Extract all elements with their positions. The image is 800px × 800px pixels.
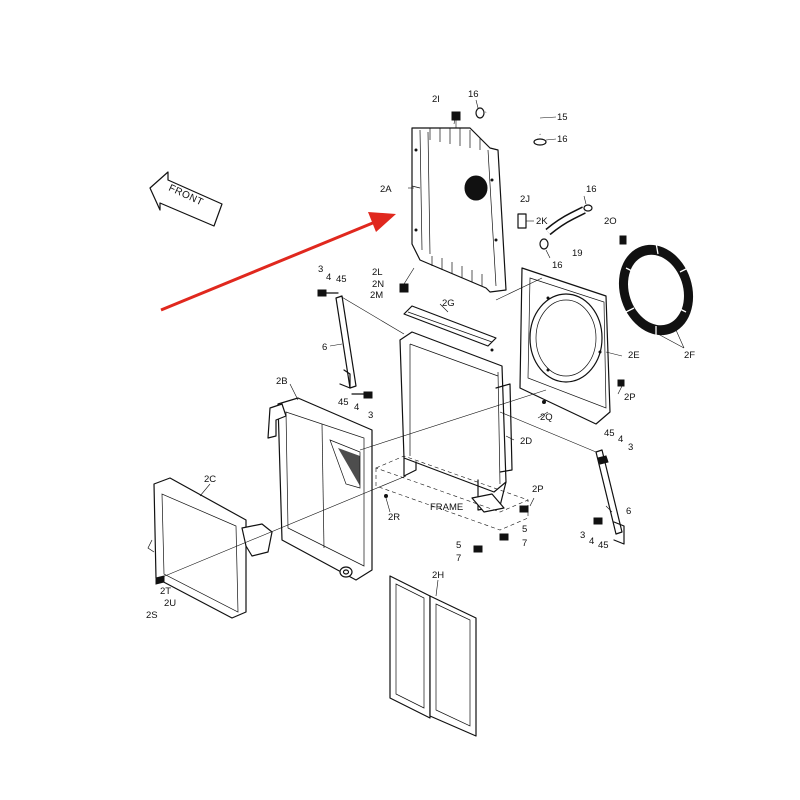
label-2j: 2J: [520, 194, 530, 205]
label-2p-shroud: 2P: [624, 392, 636, 403]
fan-shroud-2e: [519, 267, 611, 425]
label-7-left: 7: [456, 553, 461, 564]
label-2k: 2K: [536, 216, 548, 227]
label-2b: 2B: [276, 376, 288, 387]
label-16-lower-hose: 16: [586, 184, 597, 195]
label-4-bottom: 4: [589, 536, 594, 547]
intercooler-2b: [267, 397, 373, 581]
label-2d: 2D: [520, 436, 532, 447]
label-2u: 2U: [164, 598, 176, 609]
label-45-mid: 45: [338, 397, 349, 408]
label-5-right: 5: [522, 524, 527, 535]
upper-hose-assembly: [451, 99, 557, 146]
label-2e: 2E: [628, 350, 640, 361]
label-2m: 2M: [370, 290, 383, 301]
label-2c: 2C: [204, 474, 216, 485]
stay-rod-right-6: [595, 449, 625, 545]
label-5-left: 5: [456, 540, 461, 551]
red-pointer-arrow: [160, 212, 396, 312]
filter-panels-2h: [389, 575, 477, 737]
part-labels: 2I 16 15 16 2A 16 2J 2K 2O 19 16 3 4 45 …: [146, 89, 695, 621]
label-2n: 2N: [372, 279, 384, 290]
label-2p-frame: 2P: [532, 484, 544, 495]
label-16-hose-clamp: 16: [557, 134, 568, 145]
label-4-mid: 4: [354, 402, 359, 413]
label-15: 15: [557, 112, 568, 123]
label-6-right: 6: [626, 506, 631, 517]
seal-strip-2g: [403, 305, 497, 347]
front-direction-arrow: FRONT: [149, 171, 223, 227]
frame-base-dashed: [375, 455, 529, 531]
label-2q: 2Q: [540, 412, 553, 423]
label-45-top: 45: [336, 274, 347, 285]
label-2g: 2G: [442, 298, 455, 309]
label-45-bottom: 45: [598, 540, 609, 551]
label-4-top: 4: [326, 272, 331, 283]
label-2f: 2F: [684, 350, 695, 361]
label-2r: 2R: [388, 512, 400, 523]
label-16-lower-clamp: 16: [552, 260, 563, 271]
label-4-right: 4: [618, 434, 623, 445]
lower-hose-assembly: [517, 195, 593, 259]
label-6-left: 6: [322, 342, 327, 353]
label-16-hose-top: 16: [468, 89, 479, 100]
label-2t: 2T: [160, 586, 171, 597]
label-19: 19: [572, 248, 583, 259]
label-2h: 2H: [432, 570, 444, 581]
stay-rod-left-6: [335, 295, 357, 389]
label-3-bottom: 3: [580, 530, 585, 541]
label-2l: 2L: [372, 267, 383, 278]
label-frame: FRAME: [430, 502, 463, 513]
label-45-right: 45: [604, 428, 615, 439]
label-3-top: 3: [318, 264, 323, 275]
label-3-mid: 3: [368, 410, 373, 421]
label-3-right: 3: [628, 442, 633, 453]
condenser-2c: [147, 477, 273, 619]
bolts: [155, 283, 625, 585]
label-2i: 2I: [432, 94, 440, 105]
leader-lines: [199, 187, 685, 597]
label-2s: 2S: [146, 610, 158, 621]
guide-lines: [159, 111, 597, 579]
radiator-core-2a: [411, 127, 507, 293]
fan-ring-2f: [618, 235, 694, 337]
label-2o: 2O: [604, 216, 617, 227]
label-2a: 2A: [380, 184, 392, 195]
label-7-right: 7: [522, 538, 527, 549]
frame-2d: [399, 331, 513, 513]
